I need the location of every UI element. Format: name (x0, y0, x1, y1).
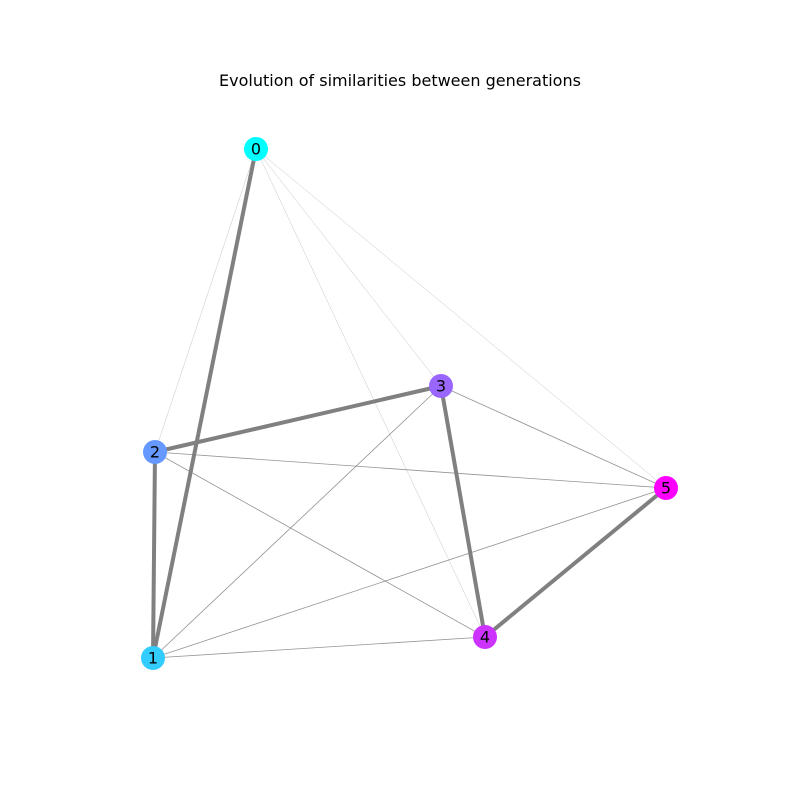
edge-3-4 (439, 385, 487, 638)
edges-layer (151, 148, 668, 659)
node-circle-3 (429, 374, 453, 398)
node-1: 1 (141, 646, 165, 670)
edge-4-5 (483, 486, 668, 639)
edge-1-3 (152, 385, 442, 659)
node-label-3: 3 (436, 377, 446, 396)
edge-1-2 (151, 451, 157, 659)
edge-0-4 (255, 148, 486, 638)
node-4: 4 (473, 625, 497, 649)
edge-2-3 (154, 384, 442, 454)
edge-1-4 (152, 636, 486, 659)
edge-0-2 (154, 148, 257, 453)
edge-0-3 (255, 148, 442, 387)
edge-0-1 (151, 148, 258, 659)
node-circle-2 (143, 440, 167, 464)
node-label-5: 5 (661, 479, 671, 498)
node-label-1: 1 (148, 649, 158, 668)
node-circle-0 (244, 137, 268, 161)
edge-0-5 (255, 148, 667, 489)
node-3: 3 (429, 374, 453, 398)
node-label-2: 2 (150, 443, 160, 462)
node-circle-4 (473, 625, 497, 649)
edge-2-4 (154, 451, 486, 638)
chart-title: Evolution of similarities between genera… (219, 71, 581, 90)
node-0: 0 (244, 137, 268, 161)
edge-1-5 (152, 487, 667, 659)
node-label-4: 4 (480, 628, 490, 647)
edge-2-5 (154, 451, 667, 489)
node-circle-5 (654, 476, 678, 500)
node-circle-1 (141, 646, 165, 670)
node-2: 2 (143, 440, 167, 464)
node-5: 5 (654, 476, 678, 500)
node-label-0: 0 (251, 140, 261, 159)
edge-3-5 (440, 385, 667, 489)
nodes-layer: 0 1 2 3 4 5 (141, 137, 678, 670)
